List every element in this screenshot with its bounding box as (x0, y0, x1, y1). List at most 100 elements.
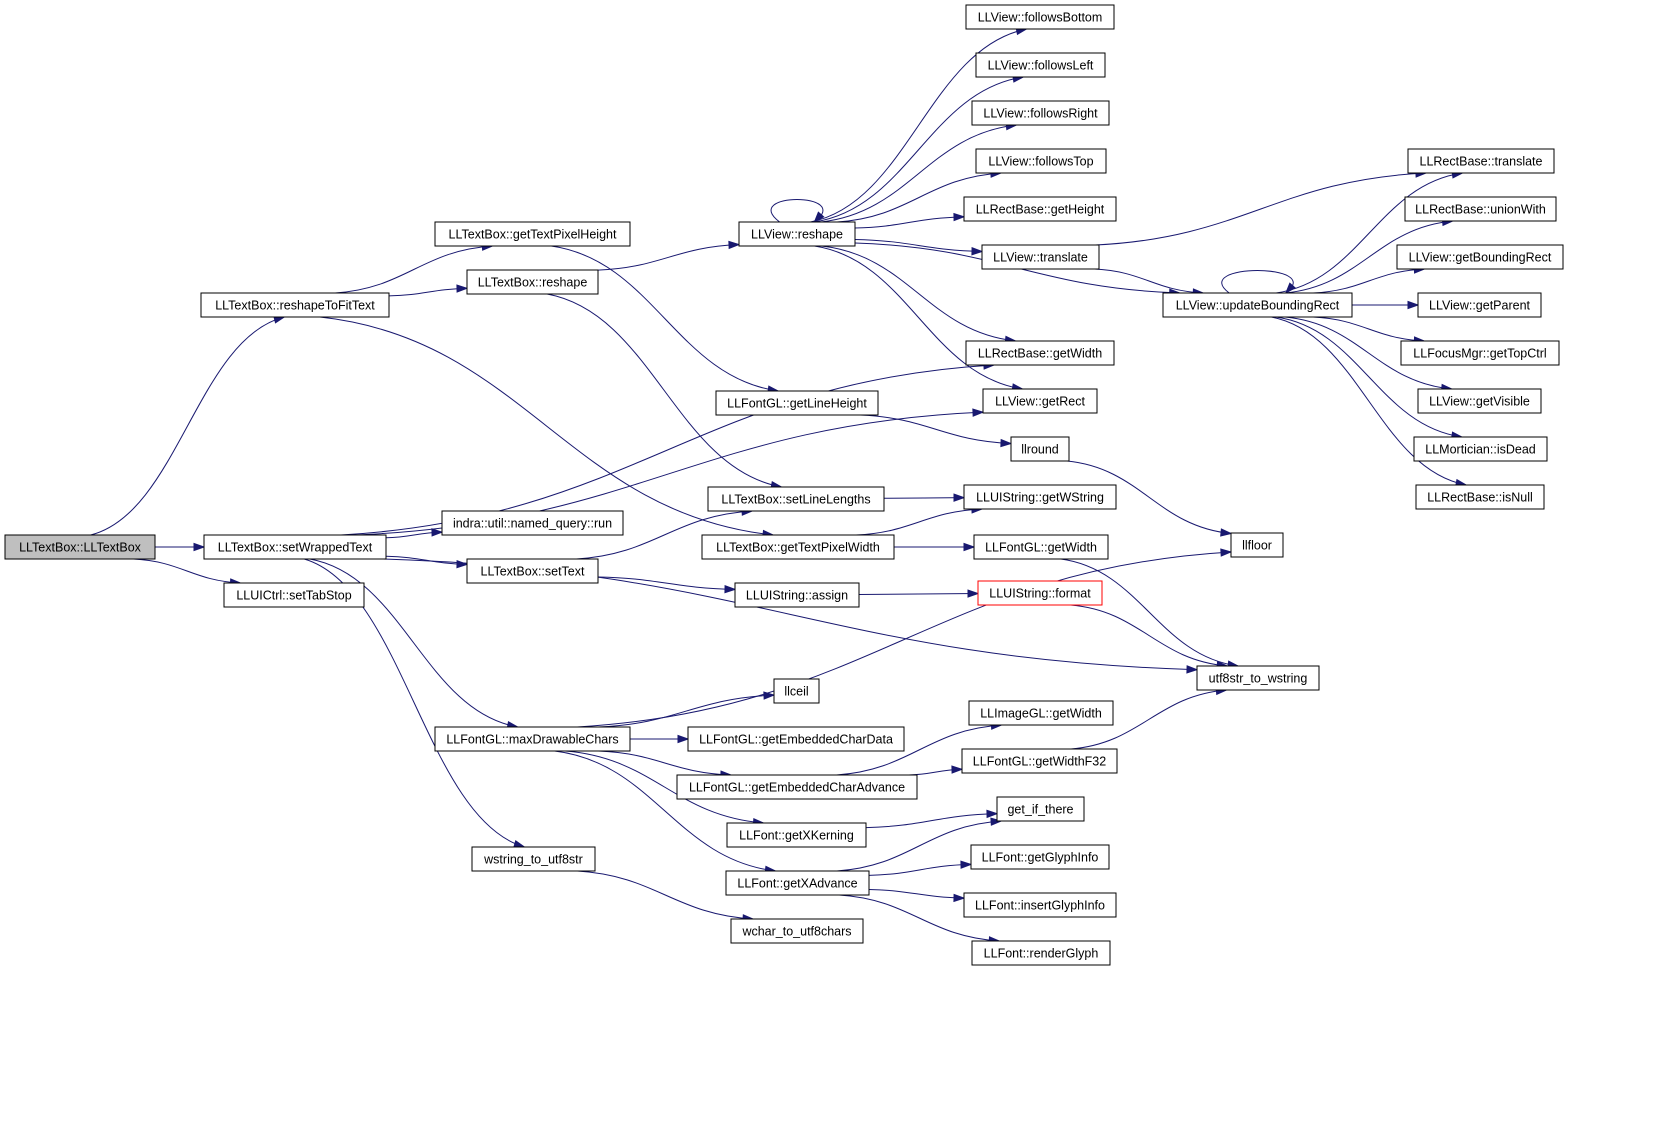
node-ws2u8[interactable]: wstring_to_utf8str (471, 846, 596, 872)
edge-line (1285, 316, 1452, 390)
edge-line (577, 551, 1232, 728)
node-label: LLView::reshape (751, 228, 843, 242)
node-getparent[interactable]: LLView::getParent (1417, 292, 1542, 318)
node-box (981, 244, 1100, 270)
node-assign[interactable]: LLUIString::assign (734, 582, 860, 608)
node-vreshape[interactable]: LLView::reshape (738, 221, 856, 247)
node-fright[interactable]: LLView::followsRight (971, 100, 1110, 126)
node-getrect[interactable]: LLView::getRect (982, 388, 1098, 414)
edge-updbr-to-updbr (1221, 270, 1296, 295)
node-getbr[interactable]: LLView::getBoundingRect (1396, 244, 1564, 270)
node-setll[interactable]: LLTextBox::setLineLengths (707, 486, 885, 512)
edge-arrowhead (972, 408, 985, 417)
node-maxdc[interactable]: LLFontGL::maxDrawableChars (434, 726, 631, 752)
node-llfloor[interactable]: llfloor (1230, 532, 1284, 558)
edge-vreshape-to-vreshape (770, 199, 825, 224)
node-root[interactable]: LLTextBox::LLTextBox (4, 534, 156, 560)
node-tabstop[interactable]: LLUICtrl::setTabStop (223, 582, 365, 608)
node-gettph[interactable]: LLTextBox::getTextPixelHeight (434, 221, 631, 247)
node-fbottom[interactable]: LLView::followsBottom (965, 4, 1115, 30)
node-label: LLFont::getGlyphInfo (982, 851, 1099, 865)
node-label: LLTextBox::LLTextBox (19, 541, 142, 555)
edge-xadv-to-insertglyph (868, 888, 966, 903)
edge-line (810, 28, 1027, 223)
node-box (961, 748, 1118, 774)
node-box (441, 510, 624, 536)
node-xkern[interactable]: LLFont::getXKerning (726, 822, 867, 848)
node-vtranslate[interactable]: LLView::translate (981, 244, 1100, 270)
node-label: LLUIString::format (989, 587, 1091, 601)
node-format[interactable]: LLUIString::format (977, 580, 1103, 606)
node-rgetheight[interactable]: LLRectBase::getHeight (963, 196, 1117, 222)
node-reshapefit[interactable]: LLTextBox::reshapeToFitText (200, 292, 390, 318)
node-box (963, 892, 1117, 918)
node-box (968, 700, 1114, 726)
node-updbr[interactable]: LLView::updateBoundingRect (1162, 292, 1353, 318)
edge-line (814, 245, 1023, 390)
node-label: LLTextBox::getTextPixelHeight (449, 228, 617, 242)
node-llceil[interactable]: llceil (773, 678, 820, 704)
edge-line (1221, 270, 1294, 294)
node-insertglyph[interactable]: LLFont::insertGlyphInfo (963, 892, 1117, 918)
node-getifthere[interactable]: get_if_there (996, 796, 1085, 822)
node-fleft[interactable]: LLView::followsLeft (975, 52, 1106, 78)
node-box (1010, 436, 1070, 462)
node-imggetwidth[interactable]: LLImageGL::getWidth (968, 700, 1114, 726)
node-label: LLView::followsRight (983, 107, 1098, 121)
node-label: LLImageGL::getWidth (980, 707, 1102, 721)
node-label: LLFont::insertGlyphInfo (975, 899, 1105, 913)
edge-setwrap-to-nqrun (385, 528, 444, 539)
node-fontgetwidth[interactable]: LLFontGL::getWidth (973, 534, 1109, 560)
node-gettpw[interactable]: LLTextBox::getTextPixelWidth (701, 534, 895, 560)
edge-line (551, 245, 779, 392)
edge-format-to-u82ws (1070, 604, 1229, 670)
node-label: LLFontGL::getWidth (985, 541, 1097, 555)
edge-line (554, 750, 776, 872)
node-box (725, 870, 870, 896)
node-getvisible[interactable]: LLView::getVisible (1417, 388, 1542, 414)
node-setwrap[interactable]: LLTextBox::setWrappedText (203, 534, 387, 560)
node-label: LLFontGL::getEmbeddedCharAdvance (689, 781, 905, 795)
node-llround[interactable]: llround (1010, 436, 1070, 462)
edge-reshapefit-to-tbreshape (388, 284, 469, 297)
node-label: LLRectBase::unionWith (1415, 203, 1546, 217)
node-glyphinfo[interactable]: LLFont::getGlyphInfo (970, 844, 1110, 870)
node-embdata[interactable]: LLFontGL::getEmbeddedCharData (687, 726, 905, 752)
edge-line (883, 497, 965, 499)
node-tbreshape[interactable]: LLTextBox::reshape (466, 269, 599, 295)
edge-line (1060, 558, 1239, 667)
node-box (975, 52, 1106, 78)
node-box (971, 940, 1111, 966)
node-unionwith[interactable]: LLRectBase::unionWith (1404, 196, 1557, 222)
node-gettopctrl[interactable]: LLFocusMgr::getTopCtrl (1400, 340, 1560, 366)
node-wc2u8[interactable]: wchar_to_utf8chars (730, 918, 864, 944)
edge-embadv-to-widthf32 (908, 765, 964, 776)
node-isdead[interactable]: LLMortician::isDead (1413, 436, 1548, 462)
node-embadv[interactable]: LLFontGL::getEmbeddedCharAdvance (676, 774, 918, 800)
node-rtranslate[interactable]: LLRectBase::translate (1407, 148, 1555, 174)
node-xadv[interactable]: LLFont::getXAdvance (725, 870, 870, 896)
node-label: LLView::getRect (995, 395, 1085, 409)
node-ftop[interactable]: LLView::followsTop (975, 148, 1107, 174)
node-widthf32[interactable]: LLFontGL::getWidthF32 (961, 748, 1118, 774)
node-rgetwidth[interactable]: LLRectBase::getWidth (965, 340, 1115, 366)
edge-arrowhead (1186, 665, 1199, 674)
node-renderglyph[interactable]: LLFont::renderGlyph (971, 940, 1111, 966)
node-label: LLTextBox::setWrappedText (218, 541, 373, 555)
edge-arrowhead (456, 559, 469, 569)
node-box (1415, 484, 1545, 510)
node-box (1417, 388, 1542, 414)
edge-line (90, 316, 285, 536)
node-box (1417, 292, 1542, 318)
edge-line (309, 558, 518, 728)
node-getwstring[interactable]: LLUIString::getWString (963, 484, 1117, 510)
node-u82ws[interactable]: utf8str_to_wstring (1196, 665, 1320, 691)
edge-line (1276, 316, 1462, 438)
node-isnull[interactable]: LLRectBase::isNull (1415, 484, 1545, 510)
node-box (971, 100, 1110, 126)
node-box (996, 796, 1085, 822)
node-nqrun[interactable]: indra::util::named_query::run (441, 510, 624, 536)
node-settext[interactable]: LLTextBox::setText (466, 558, 599, 584)
node-lineheight[interactable]: LLFontGL::getLineHeight (715, 390, 879, 416)
